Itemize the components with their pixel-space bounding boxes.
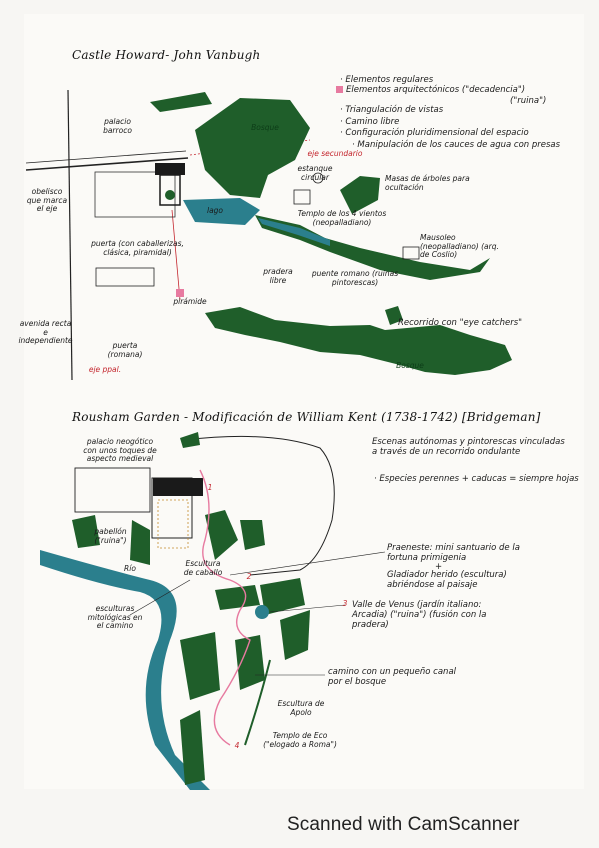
wood-j: [280, 610, 310, 660]
label-avenida: avenida recta e independiente: [18, 319, 73, 345]
wood-d: [240, 520, 265, 550]
label-lago: lago: [206, 206, 224, 215]
castle-howard-map: [25, 89, 512, 381]
bosque-lower: [205, 307, 512, 375]
rousham-palace: [153, 478, 203, 496]
label-puerta-romana: puerta (romana): [107, 341, 143, 359]
note-ruina: ("ruina"): [510, 96, 547, 106]
palace-fountain: [165, 190, 175, 200]
rousham-years: (1738-1742): [381, 410, 458, 424]
label-camino-canal: camino con un pequeño canal por el bosqu…: [328, 667, 457, 687]
river-water: [258, 218, 330, 246]
main-axis-line: [67, 89, 73, 381]
pink-square-icon: [336, 86, 343, 93]
rousham-title: Rousham Garden - Modificación de William…: [72, 410, 541, 424]
lake: [183, 198, 260, 225]
venus-pond: [255, 605, 269, 619]
note-arquitectonicos-text: Elementos arquitectónicos ("decadencia"): [346, 85, 526, 95]
river-cherwell: [40, 550, 210, 790]
mausoleum: [402, 246, 420, 260]
circular-pond: [312, 172, 324, 184]
label-recorrido: Recorrido con "eye catchers": [398, 318, 523, 328]
temple-4-winds: [293, 189, 311, 205]
bowling-green: [157, 499, 189, 549]
label-templo: Templo de los 4 vientos (neopalladiano): [297, 209, 387, 227]
note-triangulacion: · Triangulación de vistas: [340, 105, 444, 115]
label-pabellon: pabellón ("ruina"): [94, 527, 127, 545]
label-masas: Masas de árboles para ocultación: [385, 174, 470, 192]
label-valle-venus: Valle de Venus (jardín italiano: Arcadia…: [352, 600, 487, 630]
palace-block: [155, 163, 185, 175]
rousham-note-especies: · Especies perennes + caducas = siempre …: [374, 474, 579, 484]
label-templo-eco: Templo de Eco ("elogado a Roma"): [263, 731, 337, 749]
label-puente: puente romano (ruinas pintorescas): [311, 269, 399, 287]
label-number-1: 1: [207, 483, 213, 492]
rousham-map: [40, 432, 386, 790]
wood-k: [180, 710, 205, 785]
small-grove: [385, 306, 403, 325]
wood-top-left: [150, 92, 212, 112]
label-eje-secundario: eje secundario: [307, 149, 363, 158]
leader-sculptures: [129, 579, 191, 616]
note-camino: · Camino libre: [340, 117, 400, 127]
pyramid-axis: [171, 209, 181, 301]
wood-h: [180, 632, 220, 700]
rousham-note-escenas: Escenas autónomas y pintorescas vinculad…: [372, 437, 565, 457]
rousham-boundary: [184, 435, 335, 576]
note-regulares: · Elementos regulares: [340, 75, 434, 85]
camscanner-footer: Scanned with CamScanner: [287, 814, 520, 835]
rousham-bridgeman: [Bridgeman]: [461, 410, 541, 424]
river-band: [255, 215, 490, 280]
walk-route: [199, 469, 251, 746]
label-bosque-lower: Bosque: [396, 361, 424, 370]
wood-b: [130, 520, 150, 565]
label-pradera: pradera libre: [263, 267, 293, 285]
tree-mass-right: [340, 176, 380, 214]
label-mausoleo: Mausoleo (neopalladiano) (arq. de Coslio…: [420, 233, 499, 259]
label-esculturas: esculturas mitológicas en el camino: [87, 604, 143, 630]
label-estanque: estanque circular: [297, 164, 333, 182]
label-plus: +: [435, 562, 443, 572]
label-escultura-apolo: Escultura de Apolo: [277, 699, 325, 717]
castle-howard-title: Castle Howard- John Vanbugh: [72, 48, 261, 62]
label-bosque: Bosque: [251, 123, 279, 132]
palace-court: [159, 174, 181, 206]
canal-line: [244, 659, 271, 746]
bosque-mass: [195, 98, 310, 198]
rousham-title-text: Rousham Garden - Modificación de William…: [72, 410, 378, 424]
label-escultura-caballo: Escultura de caballo: [183, 559, 223, 577]
label-number-4: 4: [234, 741, 240, 750]
label-number-3: 3: [342, 599, 348, 608]
note-manipulacion: · Manipulación de los cauces de agua con…: [352, 140, 561, 150]
wood-i: [235, 635, 265, 690]
pyramid-marker: [176, 289, 184, 297]
stables-gate: [95, 267, 155, 287]
note-arquitectonicos: Elementos arquitectónicos ("decadencia"): [336, 85, 525, 95]
wood-g: [260, 578, 305, 615]
cross-axis-line: [25, 157, 189, 171]
label-obelisco: obelisco que marca el eje: [26, 187, 68, 213]
label-number-2: 2: [246, 572, 252, 581]
label-rio: Río: [124, 564, 136, 573]
label-palacio: palacio barroco: [103, 117, 132, 135]
label-gladiador: Gladiador herido (escultura) abriéndose …: [387, 570, 507, 590]
leader-praeneste: [229, 551, 386, 576]
wood-c: [205, 510, 238, 560]
leader-venus: [269, 604, 346, 613]
cross-axis-line-2: [25, 150, 187, 164]
wood-e: [180, 432, 200, 448]
label-piramide: pirámide: [173, 297, 207, 306]
wood-f: [215, 585, 260, 610]
paper-sheet: [24, 14, 584, 789]
palace-outline: [94, 171, 176, 218]
rousham-field: [74, 467, 151, 513]
label-puerta-caballerizas: puerta (con caballerizas, clásica, piram…: [91, 239, 184, 257]
note-configuracion: · Configuración pluridimensional del esp…: [340, 128, 529, 138]
label-eje-ppal: eje ppal.: [88, 365, 122, 374]
label-palacio-neogotico: palacio neogótico con unos toques de asp…: [83, 437, 157, 463]
wood-a: [72, 515, 100, 548]
label-praeneste: Praeneste: mini santuario de la fortuna …: [387, 543, 520, 563]
